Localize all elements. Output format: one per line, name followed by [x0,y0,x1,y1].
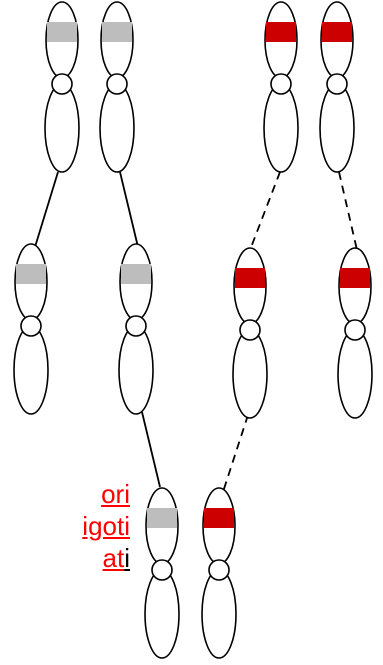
chromosome-long-arm [13,325,49,415]
chromosome-long-arm [44,83,80,173]
grey-band [121,264,151,284]
chromosome-long-arm [232,329,268,419]
centromere [125,315,147,337]
chromosome-long-arm [201,569,237,659]
connector-grey-left [34,171,59,248]
red-band [235,268,265,288]
chromosome-long-arm [337,329,373,419]
parent-2-chromosome-red-2 [319,1,355,173]
connector-red-left [249,171,281,251]
label-line-3: ati [0,542,130,574]
connector-red-child [221,414,249,496]
label-line-2: igoti [0,510,130,542]
label-line-1: ori [0,478,130,510]
gamete-chromosome-red-2 [337,247,373,419]
chromosome-long-arm [144,569,180,659]
label-line-2-red: igoti [82,511,130,541]
chromosomes [13,1,373,659]
grey-band [47,22,77,42]
centromere [20,315,42,337]
centromere [239,319,261,341]
label-line-3-red: at [102,543,125,573]
text-labels: ori igoti ati [0,478,130,574]
centromere [51,73,73,95]
centromere [344,319,366,341]
connector-grey-child [141,411,161,488]
offspring-chromosome-grey [144,487,180,659]
red-band [322,22,352,42]
chromosome-long-arm [99,83,135,173]
centromere [208,559,230,581]
centromere [151,559,173,581]
centromere [106,73,128,95]
gamete-chromosome-grey-2 [118,243,154,415]
chromosome-long-arm [263,83,299,173]
inheritance-lines [34,171,358,496]
parent-1-chromosome-grey [44,1,80,173]
label-line-1-red: ori [101,479,130,509]
label-line-3-black: i [124,543,130,573]
parent-2-chromosome-red [263,1,299,173]
grey-band [16,264,46,284]
parent-1-chromosome-grey-2 [99,1,135,173]
grey-band [102,22,132,42]
offspring-chromosome-red [201,487,237,659]
connector-grey-right [119,171,139,248]
gamete-chromosome-grey-1 [13,243,49,415]
red-band [204,508,234,528]
red-band [266,22,296,42]
gamete-chromosome-red-1 [232,247,268,419]
connector-red-right [338,171,358,251]
chromosome-long-arm [118,325,154,415]
grey-band [147,508,177,528]
chromosome-long-arm [319,83,355,173]
red-band [340,268,370,288]
centromere [270,73,292,95]
centromere [326,73,348,95]
